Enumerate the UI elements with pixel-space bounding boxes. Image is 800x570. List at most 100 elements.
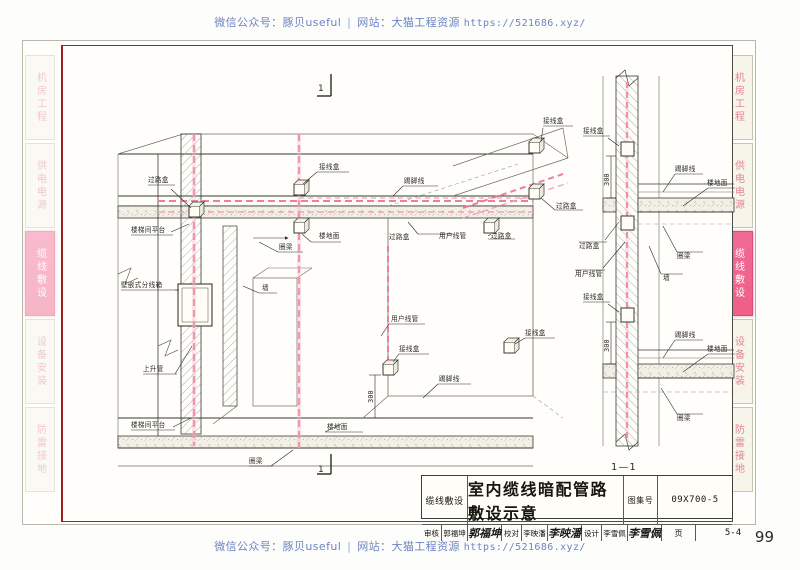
title-block-atlas-no: 09X700-5 [671, 495, 719, 505]
label-user-conduit-upper: 用户线管 [439, 231, 467, 240]
title-block-review-signature: 郭福坤 [468, 525, 502, 541]
index-tab-label-3: 设备安装 [732, 335, 744, 388]
title-block-design-signature: 李雪佩 [628, 525, 662, 541]
section-mark-top: 1 [317, 74, 332, 97]
title-block-page-value: 5-4 [724, 528, 742, 538]
box-junction-center-upper [293, 179, 310, 196]
watermark-bottom-site-label: 网站： [357, 540, 392, 553]
label-junction-box-stair: 接线盒 [543, 116, 564, 125]
dimension-300-section-lower: 300 [603, 339, 611, 352]
label-wall-box: 壁嵌式分线箱 [121, 280, 162, 289]
watermark-bottom-account: 豚贝useful [282, 540, 342, 553]
section-mark-bottom-label: 1 [318, 465, 324, 475]
label-section-junction-box-upper: 接线盒 [583, 126, 604, 135]
watermark-bottom: 微信公众号：豚贝useful | 网站：大猫工程资源 https://521686.… [0, 538, 800, 554]
watermark-bottom-site-name: 大猫工程资源 [391, 540, 460, 553]
sheet-inner-frame: 300 过路盒 楼梯间平台 壁嵌式分线箱 [61, 45, 741, 541]
label-section-pass-box: 过路盒 [579, 241, 600, 250]
index-tab-left-gongdian[interactable]: 供电电源 [25, 143, 55, 228]
watermark-site-label: 网站： [357, 16, 392, 29]
watermark-site-name: 大猫工程资源 [391, 16, 460, 29]
label-wall-main: 墙 [262, 283, 269, 292]
label-baseboard-room: 踢脚线 [439, 374, 460, 383]
label-stair-landing-upper: 楼梯间平台 [131, 225, 166, 234]
label-section-user-conduit: 用户线管 [575, 269, 603, 278]
title-block-design-label: 设计 [582, 525, 602, 541]
label-junction-box-room: 接线盒 [399, 344, 420, 353]
label-pass-box-stair: 过路盒 [556, 201, 577, 210]
index-tab-label-4: 防雷接地 [732, 423, 744, 476]
label-section-floor-upper: 楼地面 [707, 178, 728, 187]
index-tab-left-fanglei[interactable]: 防雷接地 [25, 407, 55, 492]
title-block: 缆线敷设 室内缆线暗配管路敷设示意 图集号 09X700-5 审核 郭福坤 郭福… [421, 475, 741, 541]
index-tab-left-jifang[interactable]: 机房工程 [25, 55, 55, 140]
title-block-category: 缆线敷设 [422, 476, 468, 524]
label-section-ring-beam-lower: 圈梁 [677, 413, 691, 422]
index-tab-label-0: 机房工程 [732, 71, 744, 124]
label-ring-beam-bottom: 圈梁 [249, 456, 263, 465]
index-tab-left-shebei[interactable]: 设备安装 [25, 319, 55, 404]
label-section-wall: 墙 [663, 273, 670, 282]
index-tab-label-2: 缆线敷设 [732, 247, 744, 300]
label-section-junction-box-lower: 接线盒 [583, 292, 604, 301]
label-pass-box-right: 过路盒 [491, 231, 512, 240]
index-tab-left-label-4: 防雷接地 [34, 423, 46, 476]
label-user-conduit-room: 用户线管 [391, 314, 419, 323]
box-junction-right-wall [503, 337, 520, 354]
label-pass-box-upper-left: 过路盒 [148, 175, 169, 184]
watermark-bottom-separator: | [347, 540, 352, 553]
watermark-separator: | [347, 16, 352, 29]
label-section-baseboard-lower: 踢脚线 [675, 330, 696, 339]
box-pass-right [483, 217, 500, 234]
box-junction-room [382, 359, 399, 376]
label-floor-upper: 楼地面 [319, 231, 340, 240]
label-section-baseboard-upper: 踢脚线 [675, 164, 696, 173]
box-pass-center [293, 217, 310, 234]
title-block-proof-name: 李映潘 [522, 525, 548, 541]
label-floor-lower: 楼地面 [327, 422, 348, 431]
section-mark-top-label: 1 [318, 84, 324, 94]
label-junction-box-right-wall: 接线盒 [525, 328, 546, 337]
index-tab-left-label-0: 机房工程 [34, 71, 46, 124]
title-block-page-label: 页 [662, 525, 696, 541]
index-tab-label-1: 供电电源 [732, 159, 744, 212]
label-riser-pipe: 上升管 [143, 364, 164, 373]
watermark-top: 微信公众号：豚贝useful | 网站：大猫工程资源 https://521686.… [0, 14, 800, 30]
box-pass-stair [528, 183, 545, 200]
index-tab-left-label-1: 供电电源 [34, 159, 46, 212]
index-tabs-left: 机房工程 供电电源 缆线敷设 设备安装 防雷接地 [25, 55, 55, 510]
title-block-atlas-label: 图集号 [624, 476, 658, 524]
index-tab-left-lanxian[interactable]: 缆线敷设 [25, 231, 55, 316]
title-block-row-main: 缆线敷设 室内缆线暗配管路敷设示意 图集号 09X700-5 [422, 476, 732, 525]
technical-drawing-canvas: 300 过路盒 楼梯间平台 壁嵌式分线箱 [63, 46, 735, 478]
index-tab-left-label-2: 缆线敷设 [34, 247, 46, 300]
title-block-title: 室内缆线暗配管路敷设示意 [468, 476, 624, 524]
title-block-review-label: 审核 [422, 525, 442, 541]
title-block-proof-signature: 李映潘 [548, 525, 582, 541]
section-title-1-1: 1—1 [611, 462, 637, 473]
label-stair-landing-lower: 楼梯间平台 [131, 420, 166, 429]
title-block-row-signatures: 审核 郭福坤 郭福坤 校对 李映潘 李映潘 设计 李雪佩 李雪佩 页 5-4 [422, 525, 741, 541]
watermark-url: https://521686.xyz/ [463, 18, 586, 29]
dimension-300-main: 300 [367, 390, 375, 403]
box-pass-left [188, 201, 205, 218]
page-number: 99 [754, 528, 774, 546]
watermark-bottom-prefix: 微信公众号： [214, 540, 283, 553]
box-junction-stair-upper [528, 137, 545, 154]
label-pass-box-center: 过路盒 [389, 232, 410, 241]
dimension-300-section-upper: 300 [603, 173, 611, 186]
watermark-account: 豚贝useful [282, 16, 342, 29]
title-block-review-name: 郭福坤 [442, 525, 468, 541]
section-mark-bottom: 1 [317, 454, 332, 475]
index-tab-left-label-3: 设备安装 [34, 335, 46, 388]
drawing-sheet: 机房工程 供电电源 缆线敷设 设备安装 防雷接地 机房工程 供电电源 [22, 40, 756, 541]
title-block-proof-label: 校对 [502, 525, 522, 541]
label-ring-beam-main: 圈梁 [279, 242, 293, 251]
watermark-bottom-url: https://521686.xyz/ [463, 542, 586, 553]
label-baseboard-upper: 踢脚线 [404, 176, 425, 185]
label-section-ring-beam-upper: 圈梁 [677, 251, 691, 260]
watermark-prefix: 微信公众号： [214, 16, 283, 29]
label-junction-box-center: 接线盒 [319, 162, 340, 171]
title-block-design-name: 李雪佩 [602, 525, 628, 541]
